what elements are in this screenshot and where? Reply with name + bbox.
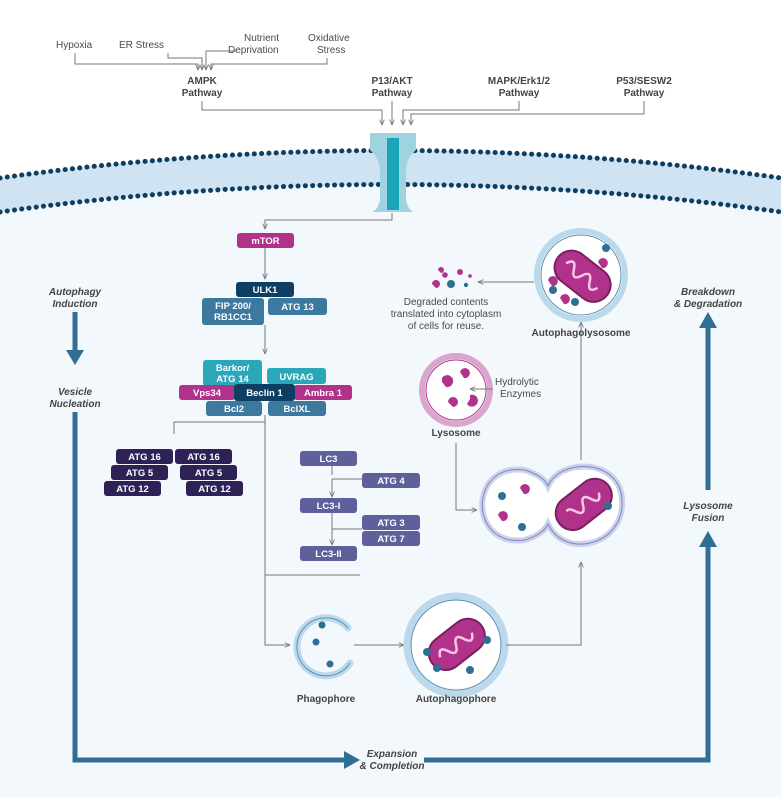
atg13-box [268,298,327,315]
stage-expansion-2: & Completion [360,761,425,772]
degraded-label-1: Degraded contents [404,297,489,308]
ulk1-label: ULK1 [253,285,279,296]
vps34-label: Vps34 [193,388,222,399]
stage-breakdown-1: Breakdown [681,287,735,298]
bcl2-box [206,401,262,416]
degraded-fragments [432,267,472,288]
bclxl-label: BclXL [284,404,311,415]
ulk1-box [236,282,294,297]
stress-oxidative-2: Stress [317,45,345,56]
pathway-mapk-1: MAPK/Erk1/2 [488,76,551,87]
membrane-receptor [370,133,416,212]
atg7-label: ATG 7 [377,534,404,545]
stage-expansion-1: Expansion [367,749,418,760]
atg12-b-box [186,481,243,496]
stage-fusion-1: Lysosome [683,501,733,512]
autophagophore-vesicle [403,592,509,698]
pathway-connectors [201,101,645,125]
stress-oxidative-1: Oxidative [308,33,350,44]
stress-nutrient-2: Deprivation [228,45,279,56]
atg3-label: ATG 3 [377,518,404,529]
atg12-a-label: ATG 12 [116,484,149,495]
stage-flow-arrows [66,312,717,769]
beclin1-box [234,384,295,401]
autophagolysosome-vesicle [534,228,628,322]
mtor-label: mTOR [251,236,279,247]
stage-nucleation-2: Nucleation [49,399,100,410]
autophagolysosome-label: Autophagolysosome [532,328,631,339]
atg5-b-label: ATG 5 [195,468,223,479]
phagophore-vesicle [293,614,354,680]
atg3-box [362,515,420,530]
stress-er: ER Stress [119,40,164,51]
stage-induction-2: Induction [53,299,98,310]
pathway-ampk-1: AMPK [187,76,217,87]
lc3-i-box [300,498,357,513]
atg16-a-label: ATG 16 [128,452,161,463]
bcl2-label: Bcl2 [224,404,244,415]
lc3-box [300,451,357,466]
atg5-a-box [111,465,168,480]
pathway-p53-1: P53/SESW2 [616,76,672,87]
lc3-ii-box [300,546,357,561]
stress-connectors [74,50,328,70]
membrane-outer-dots [0,148,781,181]
stress-hypoxia: Hypoxia [56,40,93,51]
membrane-inner-dots [0,182,781,215]
lc3-label: LC3 [320,454,338,465]
beclin1-label: Beclin 1 [246,388,283,399]
stage-breakdown-2: & Degradation [674,299,742,310]
lc3-i-label: LC3-I [317,501,341,512]
atg5-a-label: ATG 5 [126,468,154,479]
pathway-p13-2: Pathway [372,88,413,99]
atg5-b-box [180,465,237,480]
uvrag-label: UVRAG [279,372,313,383]
cascade-connectors [173,213,393,645]
hydrolytic-label-2: Enzymes [500,389,541,400]
autophagophore-to-fusion-arrow [506,562,581,646]
degraded-label-3: of cells for reuse. [408,321,484,332]
mtor-box [237,233,294,248]
stage-fusion-2: Fusion [692,513,725,524]
lysosome-vesicle [419,353,493,427]
pathway-ampk-2: Pathway [182,88,223,99]
bclxl-box [268,401,326,416]
barkor-box [203,360,262,386]
lysosome-to-fusion-arrow [455,443,477,510]
vps34-box [179,385,235,400]
atg16-b-label: ATG 16 [187,452,220,463]
pathway-p53-2: Pathway [624,88,665,99]
stage-nucleation-1: Vesicle [58,387,93,398]
stage-induction-1: Autophagy [48,287,102,298]
barkor-label-1: Barkor/ [216,363,250,374]
fusion-vesicle [479,463,626,548]
stress-nutrient-1: Nutrient [244,33,279,44]
fip200-label-1: FIP 200/ [215,301,251,312]
fip200-label-2: RB1CC1 [214,312,253,323]
pathway-mapk-2: Pathway [499,88,540,99]
atg4-box [362,473,420,488]
pathway-p13-1: P13/AKT [371,76,412,87]
atg16-b-box [175,449,232,464]
atg4-label: ATG 4 [377,476,405,487]
atg13-label: ATG 13 [281,302,314,313]
lysosome-label: Lysosome [431,428,481,439]
atg7-box [362,531,420,546]
ambra1-box [294,385,352,400]
degraded-label-2: translated into cytoplasm [391,309,502,320]
ambra1-label: Ambra 1 [304,388,343,399]
autophagophore-label: Autophagophore [416,694,497,705]
hydrolytic-label-1: Hydrolytic [495,377,539,388]
barkor-label-2: ATG 14 [216,374,249,385]
atg12-b-label: ATG 12 [198,484,231,495]
phagophore-label: Phagophore [297,694,356,705]
atg12-a-box [104,481,161,496]
uvrag-box [267,368,326,384]
atg16-a-box [116,449,173,464]
lc3-ii-label: LC3-II [315,549,341,560]
fip200-box [202,298,264,325]
